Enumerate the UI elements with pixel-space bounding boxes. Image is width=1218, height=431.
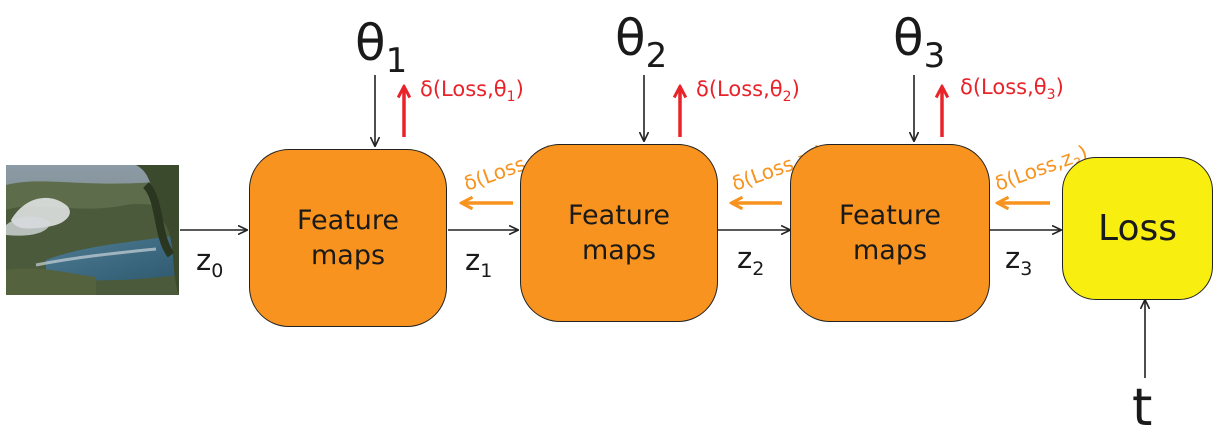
feature-maps-node-2: Feature maps: [520, 144, 718, 322]
activation-label-z0: z0: [196, 243, 223, 282]
feature-maps-node-3: Feature maps: [790, 144, 990, 322]
param-grad-label-1: δ(Loss,θ1): [420, 77, 524, 105]
loss-node: Loss: [1062, 157, 1213, 300]
node-label-line1: Feature: [567, 199, 671, 231]
feature-maps-node-1: Feature maps: [249, 149, 447, 327]
param-label-theta1: θ1: [355, 14, 407, 81]
node-label-line1: Feature: [838, 199, 942, 231]
activation-label-z2: z2: [737, 241, 764, 280]
param-label-theta2: θ2: [615, 9, 667, 76]
target-label: t: [1132, 378, 1152, 431]
input-image: [6, 165, 179, 295]
activation-label-z3: z3: [1005, 241, 1032, 280]
activation-label-z1: z1: [465, 243, 492, 282]
node-label-line2: maps: [581, 235, 657, 266]
param-label-theta3: θ3: [893, 9, 945, 76]
loss-label: Loss: [1098, 208, 1177, 249]
param-grad-label-3: δ(Loss,θ3): [960, 75, 1064, 103]
landscape-photo-icon: [6, 165, 179, 295]
node-label-line2: maps: [852, 235, 928, 266]
node-label-line1: Feature: [296, 204, 400, 236]
param-grad-label-2: δ(Loss,θ2): [696, 77, 800, 105]
node-label-line2: maps: [310, 240, 386, 271]
